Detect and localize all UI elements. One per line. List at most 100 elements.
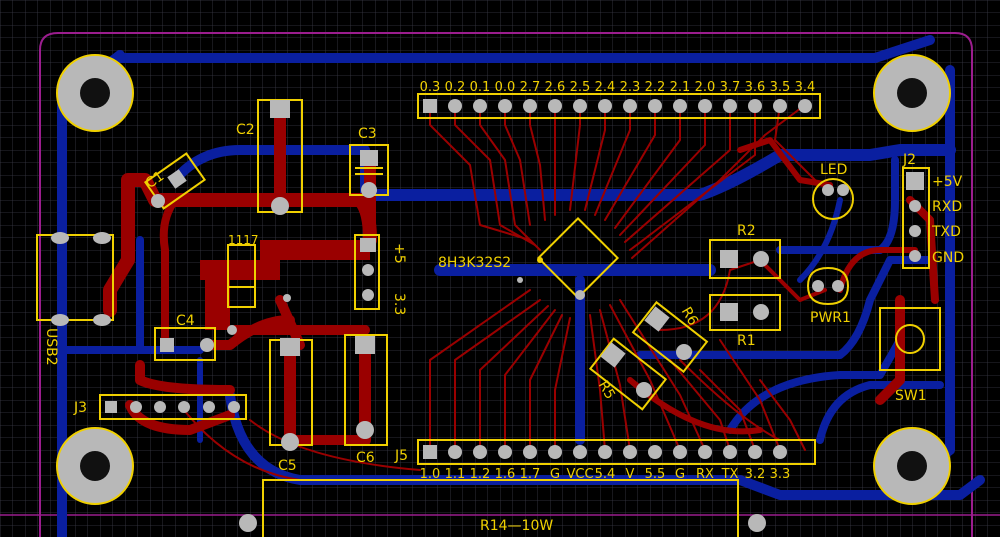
header-top-pin-label: 2.0 bbox=[695, 80, 716, 95]
header-bottom-pad bbox=[673, 445, 687, 459]
header-top-pad bbox=[573, 99, 587, 113]
header-top-pin-label: 0.3 bbox=[420, 80, 441, 95]
mount-hole-top-right bbox=[873, 54, 951, 132]
label-r14: R14—10W bbox=[480, 518, 553, 534]
silkscreen-outlines bbox=[36, 93, 941, 537]
label-led: LED bbox=[820, 162, 847, 178]
j2-pin-5v: +5V bbox=[932, 174, 963, 190]
header-bottom-pin-label: 1.0 bbox=[420, 467, 441, 482]
j2-pin-rxd: RXD bbox=[932, 199, 962, 215]
header-top-pin-label: 0.0 bbox=[495, 80, 516, 95]
label-c3: C3 bbox=[358, 126, 377, 142]
label-c4: C4 bbox=[176, 313, 195, 329]
header-bottom-pin-label: G bbox=[550, 467, 560, 482]
label-j2: J2 bbox=[902, 152, 916, 168]
copper-pours bbox=[200, 240, 370, 330]
header-top-pin-label: 3.7 bbox=[720, 80, 741, 95]
header-bottom-pad bbox=[448, 445, 462, 459]
j2-pin-labels: +5V RXD TXD GND bbox=[931, 174, 964, 266]
regulator-outline bbox=[227, 244, 256, 308]
header-top-pad bbox=[698, 99, 712, 113]
header-top-pad bbox=[623, 99, 637, 113]
header-top-pin-label: 0.1 bbox=[470, 80, 491, 95]
header-bottom-pad bbox=[698, 445, 712, 459]
header-bottom-pad bbox=[648, 445, 662, 459]
header-bottom-pin-label: 3.2 bbox=[745, 467, 766, 482]
label-plus5: +5 bbox=[391, 243, 407, 264]
sw1-outline bbox=[879, 307, 941, 371]
header-top-pad bbox=[423, 99, 437, 113]
header-top-pin-label: 2.2 bbox=[645, 80, 666, 95]
header-bottom-pin-label: VCC bbox=[566, 467, 593, 482]
header-bottom-pad bbox=[748, 445, 762, 459]
r14-outline bbox=[262, 479, 739, 537]
header-top-pin-label: 2.4 bbox=[595, 80, 616, 95]
header-bottom-pad bbox=[573, 445, 587, 459]
header-top-pad bbox=[673, 99, 687, 113]
mounting-holes bbox=[56, 54, 951, 505]
label-pwr1: PWR1 bbox=[810, 310, 851, 326]
label-c6: C6 bbox=[356, 450, 375, 466]
mount-hole-top-left bbox=[56, 54, 134, 132]
j2-outline bbox=[902, 167, 930, 269]
header-bottom-pad bbox=[773, 445, 787, 459]
header-bottom-pin-label: 5.5 bbox=[645, 467, 666, 482]
header-bottom-pad bbox=[598, 445, 612, 459]
header-top-pad bbox=[648, 99, 662, 113]
label-r2: R2 bbox=[737, 223, 756, 239]
label-j3: J3 bbox=[73, 400, 87, 416]
header-top-pin-label: 3.4 bbox=[795, 80, 816, 95]
header-top-pin-label: 2.5 bbox=[570, 80, 591, 95]
header-bottom-pin-label: 3.3 bbox=[770, 467, 791, 482]
sw1-button bbox=[895, 324, 925, 354]
r2-outline bbox=[709, 239, 781, 279]
c4-outline bbox=[154, 327, 216, 361]
label-c5: C5 bbox=[278, 458, 297, 474]
header-bottom-pads bbox=[423, 445, 787, 459]
header-bottom-pad bbox=[423, 445, 437, 459]
r5-outline bbox=[588, 337, 668, 411]
header-top-pad bbox=[773, 99, 787, 113]
r6-outline bbox=[631, 300, 709, 374]
header-top-pin-label: 0.2 bbox=[445, 80, 466, 95]
header-bottom-pad bbox=[498, 445, 512, 459]
label-mcu: 8H3K32S2 bbox=[438, 255, 511, 271]
header-top-pin-label: 3.5 bbox=[770, 80, 791, 95]
header-top-pin-label: 2.7 bbox=[520, 80, 541, 95]
header-bottom-pin-label: 1.2 bbox=[470, 467, 491, 482]
header-top-pad bbox=[548, 99, 562, 113]
header-top-pads bbox=[423, 99, 812, 113]
header-top-pad bbox=[448, 99, 462, 113]
header-bottom-outline bbox=[417, 439, 816, 465]
header-top-pad bbox=[498, 99, 512, 113]
label-j5: J5 bbox=[394, 448, 408, 464]
j2-pin-gnd: GND bbox=[932, 250, 964, 266]
label-regulator: 1117 bbox=[228, 233, 259, 247]
header-top-pad bbox=[598, 99, 612, 113]
mount-hole-bottom-right bbox=[873, 427, 951, 505]
header-bottom-pad bbox=[723, 445, 737, 459]
usb-outline bbox=[36, 234, 114, 321]
header-top-pad bbox=[473, 99, 487, 113]
label-usb2: USB2 bbox=[43, 328, 59, 366]
c6-outline bbox=[344, 334, 388, 446]
label-c2: C2 bbox=[236, 122, 255, 138]
header-top-pad bbox=[798, 99, 812, 113]
r1-outline bbox=[709, 294, 781, 331]
label-sw1: SW1 bbox=[895, 388, 927, 404]
mcu-dot bbox=[537, 257, 543, 263]
p5v-header-outline bbox=[354, 234, 380, 310]
bottom-copper-layer bbox=[57, 35, 985, 537]
header-top-outline bbox=[417, 93, 821, 119]
header-bottom-pin-label: V bbox=[626, 467, 635, 482]
header-bottom-pin-label: 1.6 bbox=[495, 467, 516, 482]
header-top-pin-label: 2.3 bbox=[620, 80, 641, 95]
header-top-pad bbox=[748, 99, 762, 113]
header-top-pin-label: 2.6 bbox=[545, 80, 566, 95]
mount-hole-bottom-left bbox=[56, 427, 134, 505]
component-pads bbox=[51, 100, 924, 532]
pwr-outline bbox=[807, 266, 850, 306]
header-bottom-pad bbox=[623, 445, 637, 459]
